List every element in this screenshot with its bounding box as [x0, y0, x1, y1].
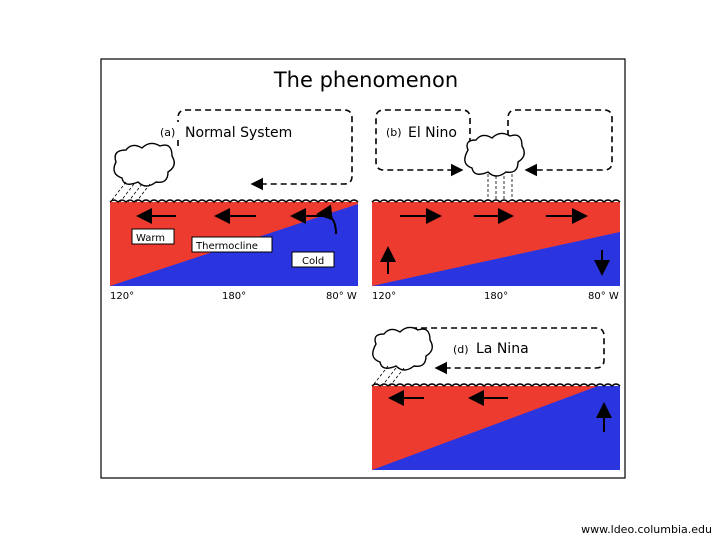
axis-label-120: 120°	[372, 291, 396, 302]
source-credit: www.ldeo.columbia.edu	[581, 523, 712, 536]
thermocline-label: Thermocline	[195, 241, 258, 252]
rain-icon	[111, 181, 151, 203]
panel-tag: (a)	[160, 126, 175, 139]
upwelling-arrow	[316, 204, 337, 235]
circulation-loop-east	[507, 109, 613, 177]
sea-surface	[371, 199, 621, 203]
panel-tag: (d)	[453, 343, 469, 356]
cloud-icon	[464, 132, 525, 177]
diagram-title: The phenomenon	[273, 68, 458, 92]
ocean-cold-layer	[372, 232, 620, 286]
axis-label-120: 120°	[110, 291, 134, 302]
axis-label-80w: 80° W	[326, 291, 357, 302]
panel-normal-system: (a) Normal System Warm Thermocline Cold	[109, 109, 359, 302]
axis-label-80w: 80° W	[588, 291, 619, 302]
rain-icon	[373, 365, 405, 387]
cloud-icon	[372, 326, 433, 371]
warm-label: Warm	[136, 233, 165, 244]
panel-label: El Nino	[408, 125, 457, 141]
sea-surface	[371, 383, 621, 387]
circulation-loop-west	[375, 109, 471, 177]
axis-label-180: 180°	[222, 291, 246, 302]
axis-label-180: 180°	[484, 291, 508, 302]
ocean-cold-layer	[372, 386, 620, 470]
vertical-arrows	[380, 246, 610, 276]
panel-el-nino: (b) El Nino 120° 180° 80° W	[371, 109, 621, 302]
panel-la-nina: (d) La Nina	[371, 326, 621, 470]
panel-tag: (b)	[386, 126, 402, 139]
cloud-icon	[113, 142, 175, 187]
walker-circulation-loop	[177, 109, 353, 191]
rain-icon	[487, 174, 513, 200]
panel-label: Normal System	[185, 125, 292, 141]
cold-label: Cold	[302, 256, 324, 267]
sea-surface	[109, 199, 359, 203]
panel-label: La Nina	[476, 341, 529, 357]
